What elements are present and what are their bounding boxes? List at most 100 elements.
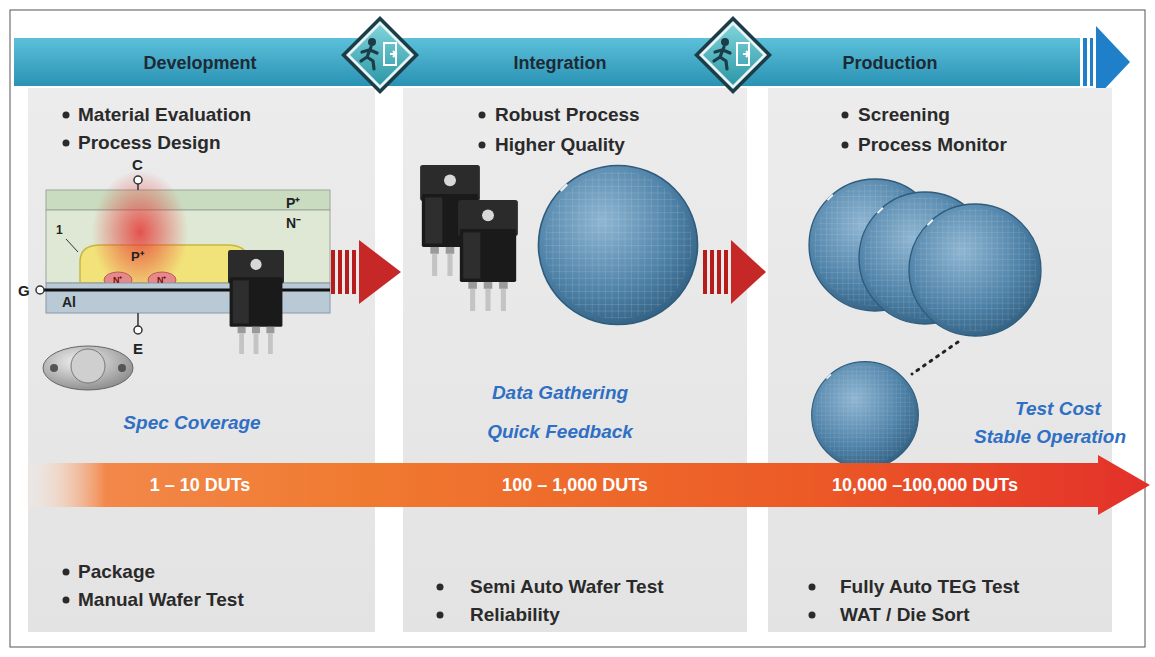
stage-panel: IntegrationRobust ProcessHigher QualityD…	[403, 88, 747, 632]
stage-heading: Integration	[514, 52, 607, 74]
to3-package	[118, 364, 126, 372]
stage-bar	[1090, 38, 1093, 86]
part-label: 1	[56, 224, 63, 236]
volume-text: 1 – 10 DUTs	[150, 474, 251, 496]
to3-package	[71, 349, 105, 383]
part-label: N⁺	[113, 276, 123, 285]
part-label: E	[133, 341, 143, 356]
arrow-stripe	[345, 250, 349, 294]
bullet-text: Higher Quality	[495, 134, 625, 156]
igbt-cross-section	[46, 283, 330, 313]
bullet-text: WAT / Die Sort	[840, 604, 969, 626]
bullet-dot	[63, 140, 70, 147]
bullet-dot	[63, 112, 849, 619]
arrow-stripe	[724, 250, 728, 294]
stage-bar	[1096, 26, 1130, 98]
bullet-text: Package	[78, 561, 155, 583]
igbt-cross-section	[134, 176, 142, 184]
stage-panel: ProductionScreeningProcess MonitorTest C…	[768, 88, 1112, 632]
arrow-stripe	[717, 250, 721, 294]
exit-icon	[694, 16, 772, 94]
stage-panel: DevelopmentMaterial EvaluationProcess De…	[28, 88, 375, 632]
bullet-text: Manual Wafer Test	[78, 589, 244, 611]
bullet-dot	[63, 569, 70, 576]
part-label: P⁺	[131, 250, 144, 263]
exit-icon	[341, 16, 419, 94]
igbt-cross-section	[134, 326, 142, 334]
continuation-dots	[912, 342, 958, 374]
part-label: P⁺	[286, 196, 300, 210]
to3-package	[50, 364, 58, 372]
igbt-cross-section	[66, 239, 78, 252]
bullet-dot	[842, 112, 849, 119]
igbt-cross-section	[36, 286, 44, 294]
bullet-dot	[479, 112, 486, 119]
wafer	[812, 362, 919, 469]
exit-icon	[341, 16, 772, 94]
stage-heading: Production	[843, 52, 938, 74]
bullet-text: Process Design	[78, 132, 221, 154]
arrow-stripe	[352, 250, 356, 294]
stage-heading: Development	[143, 52, 256, 74]
stage-arrow	[703, 240, 766, 304]
igbt-cross-section	[137, 184, 139, 190]
bullet-text: Process Monitor	[858, 134, 1007, 156]
bullet-dot	[809, 612, 816, 619]
focus-text: Quick Feedback	[487, 421, 633, 443]
igbt-cross-section	[46, 190, 330, 210]
focus-text: Data Gathering	[492, 382, 628, 404]
arrow-stripe	[331, 250, 335, 294]
igbt-cross-section	[137, 313, 139, 326]
volume-arrow: 1 – 10 DUTs 100 – 1,000 DUTs 10,000 –100,0…	[15, 455, 1150, 515]
igbt-cross-section	[44, 289, 330, 292]
volume-text: 10,000 –100,000 DUTs	[832, 474, 1018, 496]
bullet-dot	[437, 584, 444, 591]
bullet-dot	[63, 112, 70, 119]
volume-text: 100 – 1,000 DUTs	[502, 474, 648, 496]
volume-arrow-shape	[15, 455, 1150, 515]
part-label: C	[132, 157, 143, 172]
focus-text: Spec Coverage	[123, 412, 260, 434]
arrow-stripe	[703, 250, 707, 294]
bullet-text: Screening	[858, 104, 950, 126]
stage-bar	[14, 26, 1130, 98]
bullet-dot	[437, 612, 444, 619]
stage-bar	[1083, 38, 1087, 86]
to247-package	[458, 200, 518, 311]
to3-package	[43, 346, 133, 390]
to247-package	[228, 165, 518, 354]
arrow-stripe	[338, 250, 342, 294]
bullet-dot	[479, 142, 486, 149]
bullet-text: Fully Auto TEG Test	[840, 576, 1019, 598]
arrow-head	[731, 240, 766, 304]
bullet-text: Semi Auto Wafer Test	[470, 576, 664, 598]
part-label: N⁺	[157, 276, 167, 285]
bullet-text: Material Evaluation	[78, 104, 251, 126]
stage-panels	[768, 88, 1112, 632]
arrow-stripe	[710, 250, 714, 294]
bullet-dot	[809, 584, 816, 591]
igbt-cross-section	[92, 170, 188, 294]
bullet-text: Reliability	[470, 604, 560, 626]
part-label: N⁻	[286, 216, 301, 230]
stage-bar	[14, 38, 1080, 86]
bullet-text: Robust Process	[495, 104, 640, 126]
wafer	[538, 165, 697, 324]
stage-panels	[403, 88, 747, 632]
part-label: Al	[62, 295, 76, 309]
focus-text: Stable Operation	[974, 426, 1126, 448]
focus-text: Test Cost	[1015, 398, 1101, 420]
stage-panels	[28, 88, 375, 632]
frame	[10, 10, 1145, 647]
arrow-head	[359, 240, 401, 304]
wafer	[909, 204, 1041, 336]
bullet-dot	[63, 597, 70, 604]
bullet-dot	[842, 142, 849, 149]
igbt-cross-section	[36, 170, 330, 334]
stage-panels	[28, 88, 1112, 632]
part-label: G	[18, 283, 30, 298]
